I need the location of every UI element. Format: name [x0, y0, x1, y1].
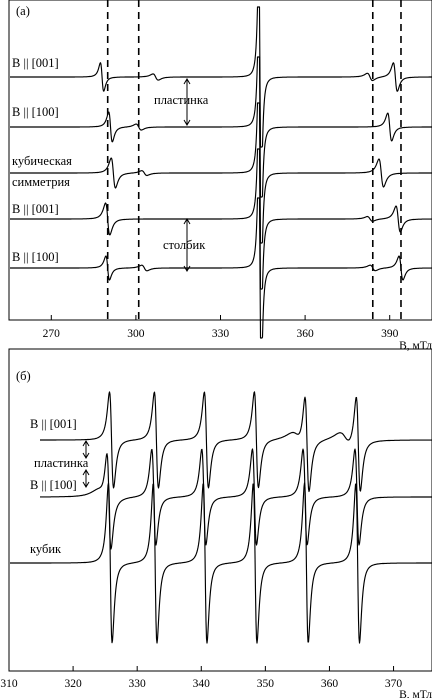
annotation-column: столбик	[163, 238, 206, 252]
x-tick-label: 360	[296, 328, 314, 340]
trace-label: B || [100]	[12, 105, 59, 119]
x-tick-label: 300	[127, 328, 145, 340]
spectrum-trace	[9, 148, 432, 290]
x-tick-label: 330	[129, 678, 147, 690]
panel-label: (а)	[16, 4, 30, 18]
x-tick-label: 390	[381, 328, 399, 340]
spectrum-trace	[9, 102, 432, 244]
trace-label: кубическая	[12, 154, 72, 168]
spectrum-trace	[39, 391, 432, 493]
double-arrow	[82, 440, 90, 459]
double-arrow	[82, 469, 90, 488]
trace-label: B || [001]	[12, 202, 59, 216]
spectrum-trace	[39, 448, 432, 550]
x-tick-label: 370	[385, 678, 403, 690]
double-arrow	[183, 78, 191, 126]
spectrum-trace	[9, 56, 432, 198]
x-tick-label: 270	[43, 328, 61, 340]
x-tick-label: 330	[212, 328, 230, 340]
trace-label: симметрия	[12, 175, 70, 189]
annotation-plate: пластинка	[154, 93, 209, 107]
panel-2	[8, 348, 432, 672]
annotation-plate: пластинка	[34, 456, 89, 470]
x-tick-label: 310	[0, 678, 18, 690]
panel-label: (б)	[16, 369, 31, 383]
x-tick-label: 350	[257, 678, 275, 690]
double-arrow	[183, 218, 191, 272]
panel-frame	[8, 0, 432, 321]
spectrum-trace	[9, 482, 432, 644]
panel-frame	[8, 348, 432, 672]
x-tick-label: 320	[64, 678, 82, 690]
trace-label: B || [001]	[12, 56, 59, 70]
trace-label: B || [100]	[30, 478, 77, 492]
x-tick-label: 340	[193, 678, 211, 690]
spectrum-trace	[9, 197, 432, 339]
spectrum-trace	[9, 6, 432, 148]
trace-label: B || [100]	[12, 250, 59, 264]
trace-label: кубик	[30, 542, 62, 556]
trace-label: B || [001]	[30, 417, 77, 431]
panel-1	[8, 0, 432, 339]
x-tick-label: 360	[321, 678, 339, 690]
x-axis-label: B, мТл	[399, 340, 432, 352]
x-axis-label: B, мТл	[399, 689, 432, 698]
